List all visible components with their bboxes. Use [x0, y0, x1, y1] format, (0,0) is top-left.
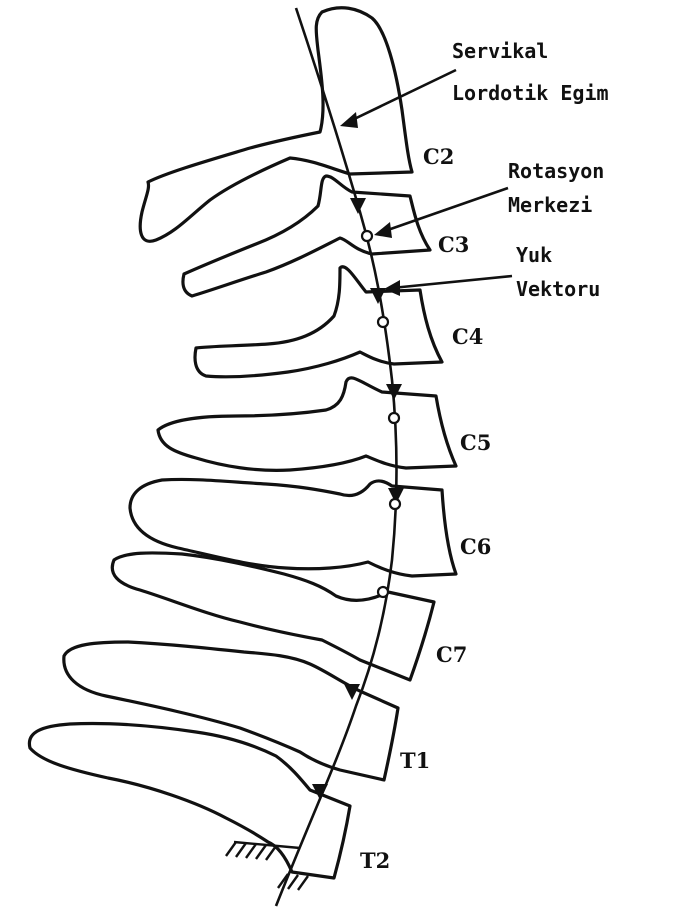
callout-rotation-line1: Rotasyon — [508, 159, 604, 183]
label-t1: T1 — [400, 748, 430, 773]
fixed-support-hatch — [226, 842, 308, 890]
rotation-center-marker — [362, 231, 372, 241]
vertebra-t2-body — [29, 723, 350, 878]
load-arrow — [344, 684, 360, 700]
label-c2: C2 — [423, 144, 454, 169]
vertebra-t1 — [64, 642, 398, 780]
vertebra-c2 — [140, 8, 412, 242]
label-t2: T2 — [360, 848, 390, 873]
vertebra-c6 — [130, 479, 456, 576]
callout-lordosis-line2: Lordotik Egim — [452, 81, 609, 105]
vertebra-c5 — [158, 378, 456, 471]
label-c3: C3 — [438, 232, 469, 257]
vertebra-c2-body — [140, 8, 412, 242]
vertebra-c7 — [112, 553, 434, 680]
vertebra-t2 — [29, 723, 350, 878]
callout-load-line1: Yuk — [516, 243, 552, 267]
rotation-center-marker — [378, 587, 388, 597]
label-c6: C6 — [460, 534, 491, 559]
rotation-center-marker — [389, 413, 399, 423]
callout-lordosis-line1: Servikal — [452, 39, 548, 63]
label-c5: C5 — [460, 430, 491, 455]
load-arrow — [370, 288, 386, 304]
vertebra-c7-body — [112, 553, 434, 680]
callout-load-line2: Vektoru — [516, 277, 600, 301]
vertebra-c5-body — [158, 378, 456, 471]
label-c4: C4 — [452, 324, 483, 349]
vertebra-t1-body — [64, 642, 398, 780]
rotation-center-marker — [378, 317, 388, 327]
rotation-center-marker — [390, 499, 400, 509]
label-c7: C7 — [436, 642, 467, 667]
vertebra-c6-body — [130, 479, 456, 576]
load-arrow — [350, 198, 366, 214]
callout-rotation-line2: Merkezi — [508, 193, 592, 217]
